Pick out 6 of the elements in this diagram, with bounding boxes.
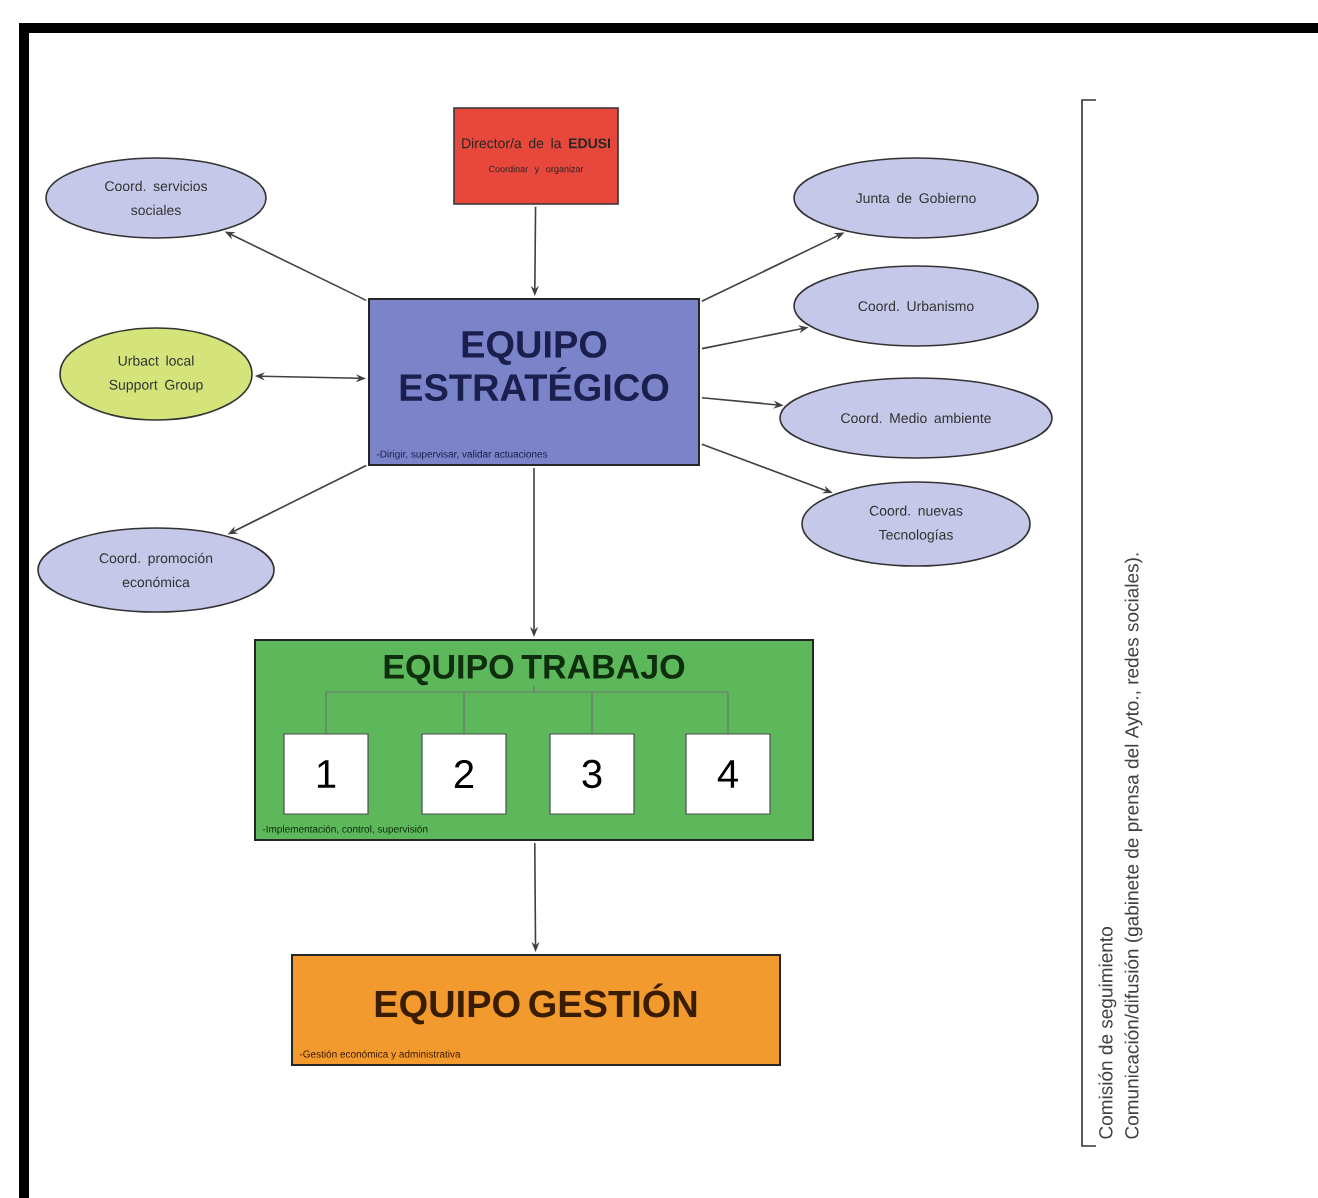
number-box: 1	[283, 733, 369, 815]
number-box: 4	[685, 733, 771, 815]
number-box: 3	[549, 733, 635, 815]
side-note: Comisión de seguimiento	[1098, 927, 1117, 1139]
number-box: 2	[421, 733, 507, 815]
side-note: Comunicación/difusión (gabinete de prensa del Ayto., redes sociales).	[1124, 553, 1143, 1139]
